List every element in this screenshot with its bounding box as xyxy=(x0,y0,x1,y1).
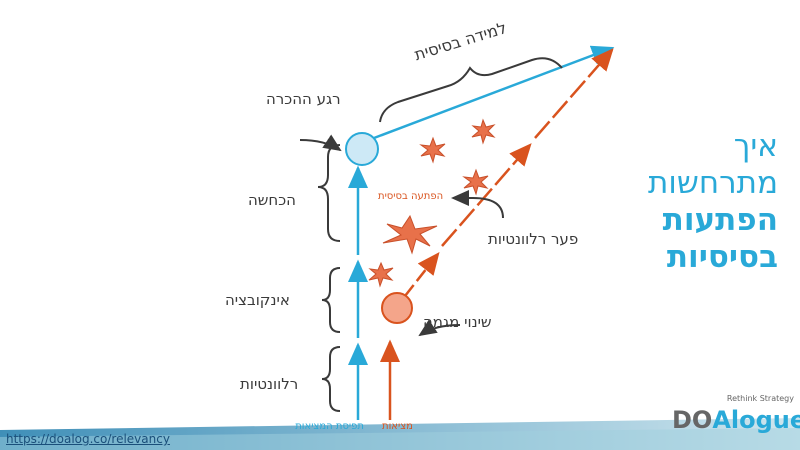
label-basic-surprise: הפתעה בסיסית xyxy=(378,191,444,202)
braces xyxy=(299,57,563,412)
star-icon xyxy=(419,136,446,164)
logo-do: DO xyxy=(672,406,713,434)
label-reality: מציאות xyxy=(382,421,413,432)
reality-line xyxy=(380,48,614,420)
label-relevance: רלוונטיות xyxy=(240,375,299,393)
trend-change-circle xyxy=(381,292,413,324)
logo-tagline: Rethink Strategy xyxy=(726,394,794,403)
label-relevance-gap: פער רלוונטיות xyxy=(488,230,579,248)
star-icon xyxy=(382,214,438,255)
label-moment-of-recognition: רגע ההכרה xyxy=(266,90,341,108)
label-trend-change: שינוי מגמה xyxy=(423,313,492,331)
label-perception-of-reality: תפיסת המציאות xyxy=(295,421,364,432)
recognition-circle xyxy=(345,132,379,166)
label-denial: הכחשה xyxy=(248,191,296,209)
star-icon xyxy=(368,261,394,288)
logo-wordmark: DO Alogue xyxy=(672,406,800,434)
title-line-3: הפתעות xyxy=(662,202,778,238)
label-incubation: אינקובציה xyxy=(225,291,290,309)
title-line-4: בסיסיות xyxy=(666,239,778,275)
title-line-1: איך xyxy=(733,128,778,164)
star-icon xyxy=(462,168,489,196)
doalogue-logo: Rethink Strategy DO Alogue xyxy=(672,394,800,442)
relevancy-link[interactable]: https://doalog.co/relevancy xyxy=(6,432,170,446)
star-icon xyxy=(471,118,496,145)
perception-line xyxy=(348,45,615,420)
surprise-stars xyxy=(368,118,496,288)
footer-band-highlight xyxy=(0,428,800,450)
page-title: איך מתרחשות הפתעות בסיסיות xyxy=(648,128,778,276)
logo-alogue: Alogue xyxy=(712,406,800,434)
title-line-2: מתרחשות xyxy=(648,165,778,201)
